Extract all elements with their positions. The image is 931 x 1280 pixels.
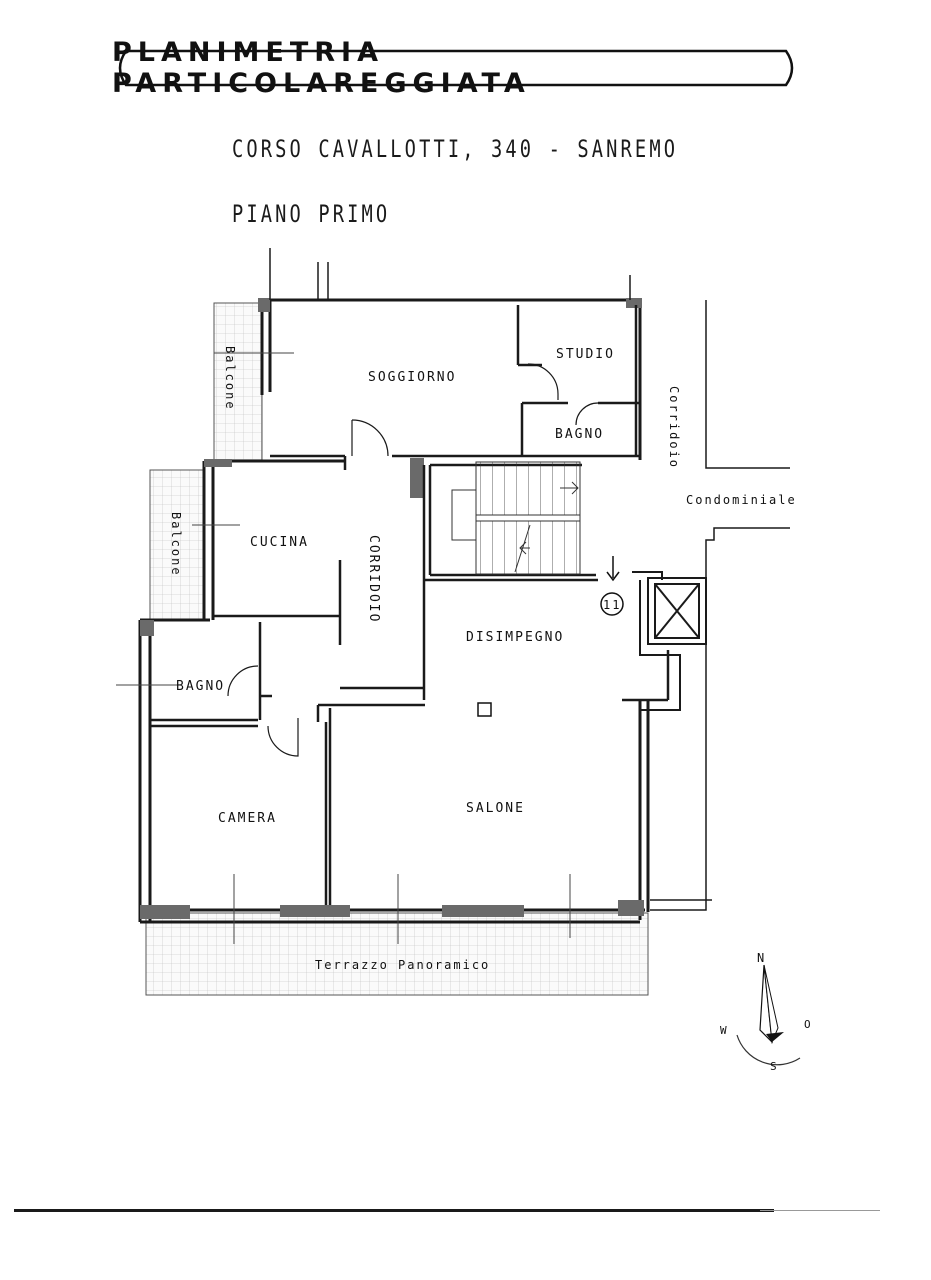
balcone-left-area — [149, 469, 205, 621]
condominium-corridor-lines — [269, 248, 790, 911]
compass-north: N — [757, 951, 766, 965]
room-label-disimpegno: DISIMPEGNO — [466, 630, 564, 645]
footer-rule-thin — [760, 1210, 880, 1211]
stair-number-indicator — [600, 556, 624, 616]
address-line: CORSO CAVALLOTTI, 340 - SANREMO — [232, 135, 679, 163]
compass-west: W — [720, 1024, 729, 1037]
window-tick-lines — [116, 352, 571, 944]
room-label-balcone-left: Balcone — [169, 512, 183, 577]
room-label-bagno-top: BAGNO — [555, 427, 604, 442]
room-label-corridoio: CORRIDOIO — [366, 535, 381, 623]
room-label-bagno-left: BAGNO — [176, 679, 225, 694]
compass-south: S — [770, 1060, 779, 1073]
compass-rose: N O S W — [720, 951, 813, 1073]
label-corridoio-condominiale-b: Condominiale — [686, 493, 797, 507]
compass-east: O — [804, 1018, 813, 1031]
label-terrazzo: Terrazzo Panoramico — [315, 958, 490, 972]
terrazzo-area — [145, 912, 649, 996]
interior-walls — [150, 305, 670, 905]
balcone-top-area — [213, 302, 263, 462]
footer-rule — [14, 1209, 774, 1212]
staircase — [451, 461, 581, 575]
room-label-cucina: CUCINA — [250, 535, 309, 550]
label-corridoio-condominiale-a: Corridoio — [667, 386, 681, 469]
door-swings — [227, 363, 599, 757]
stair-number: 11 — [603, 598, 621, 612]
title-frame — [118, 49, 794, 87]
room-label-studio: STUDIO — [556, 347, 615, 362]
room-label-camera: CAMERA — [218, 811, 277, 826]
room-label-balcone-top: Balcone — [223, 346, 237, 411]
floor-label: PIANO PRIMO — [232, 200, 391, 228]
column-square — [477, 702, 492, 717]
room-label-soggiorno: SOGGIORNO — [368, 370, 456, 385]
wall-blocks — [140, 298, 644, 919]
room-label-salone: SALONE — [466, 801, 525, 816]
outer-walls — [138, 298, 650, 924]
